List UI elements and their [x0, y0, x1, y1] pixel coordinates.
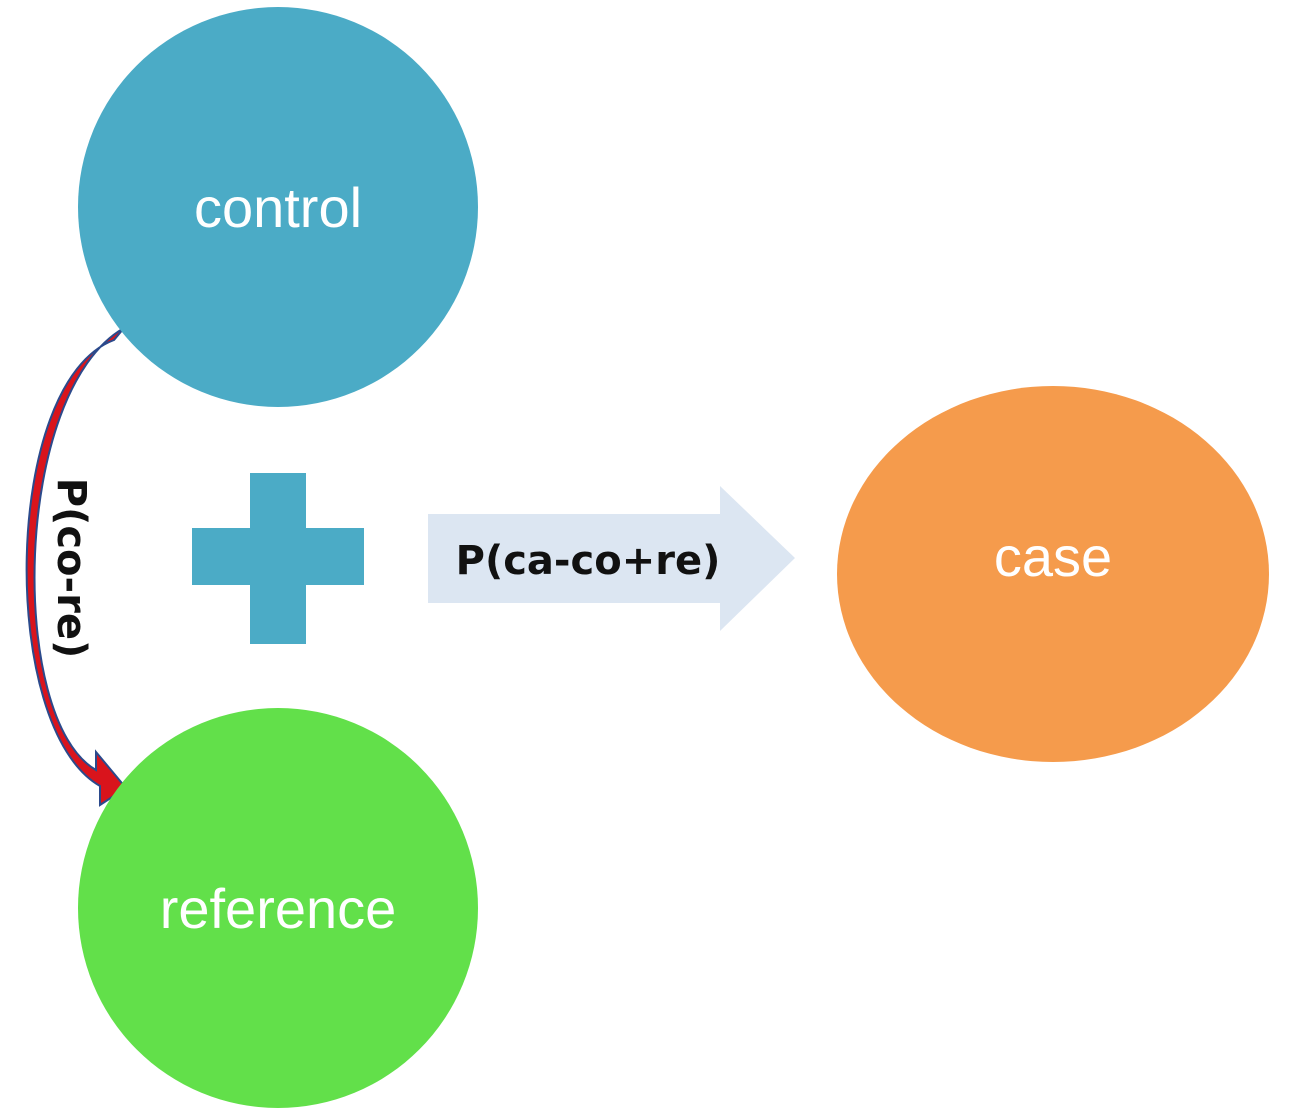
case-label: case — [994, 525, 1112, 588]
reference-label: reference — [160, 877, 397, 940]
edge-combined-to-case: P(ca-co+re) — [428, 486, 795, 631]
reference-node: reference — [78, 708, 478, 1108]
case-circle — [837, 386, 1269, 762]
curved-arrow — [25, 327, 128, 807]
curved-arrow-label: P(co-re) — [48, 478, 94, 659]
control-circle — [78, 7, 478, 407]
plus-horizontal-bar — [192, 528, 364, 585]
control-node: control — [78, 7, 478, 407]
block-arrow-label: P(ca-co+re) — [456, 538, 721, 584]
edge-control-to-reference — [25, 327, 128, 807]
case-node: case — [837, 386, 1269, 762]
control-label: control — [194, 176, 362, 239]
reference-circle — [78, 708, 478, 1108]
block-arrow — [428, 486, 795, 631]
plus-icon — [192, 473, 364, 644]
